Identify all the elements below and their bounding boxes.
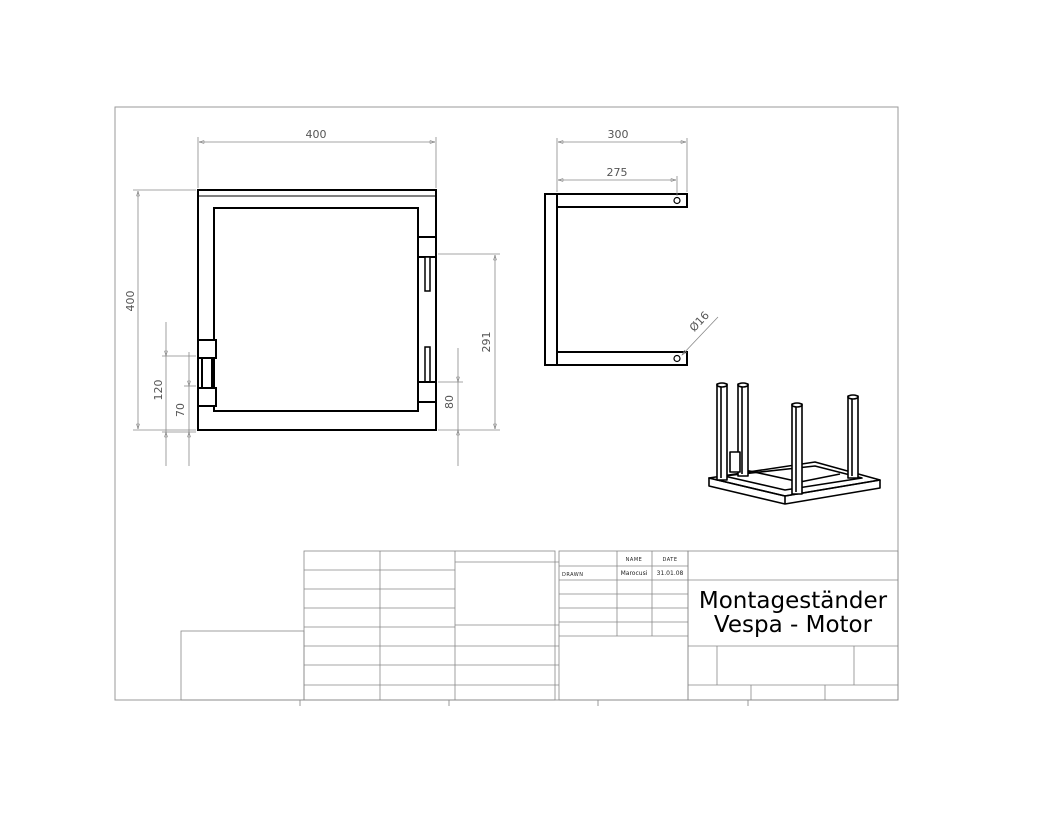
drawn-date: 31.01.08 [657,570,684,577]
front-view [197,189,437,431]
title-block [180,550,899,701]
side-dimension-labels: 300 275 Ø16 [607,128,712,334]
header-date: DATE [662,557,677,563]
drawing-title-line1: Montageständer [699,588,888,614]
dim-front-70: 70 [174,403,187,417]
side-view [544,193,688,366]
drawn-name: Marocusi [621,570,648,577]
front-dimension-labels: 400 400 120 70 291 80 [124,128,493,417]
dim-side-hole: Ø16 [687,309,712,334]
dim-front-80: 80 [443,395,456,409]
dim-front-291: 291 [480,332,493,353]
dim-side-300: 300 [608,128,629,141]
dim-front-120: 120 [152,380,165,401]
dim-side-275: 275 [607,166,628,179]
drawing-title-line2: Vespa - Motor [714,612,873,638]
title-block-text: NAME DATE DRAWN Marocusi 31.01.08 Montag… [562,557,888,638]
dim-front-height: 400 [124,291,137,312]
side-dimensions [556,138,719,356]
header-name: NAME [626,557,643,563]
isometric-view [708,382,881,505]
row-drawn-label: DRAWN [562,572,583,578]
dim-front-width: 400 [306,128,327,141]
front-dimensions [133,137,500,466]
